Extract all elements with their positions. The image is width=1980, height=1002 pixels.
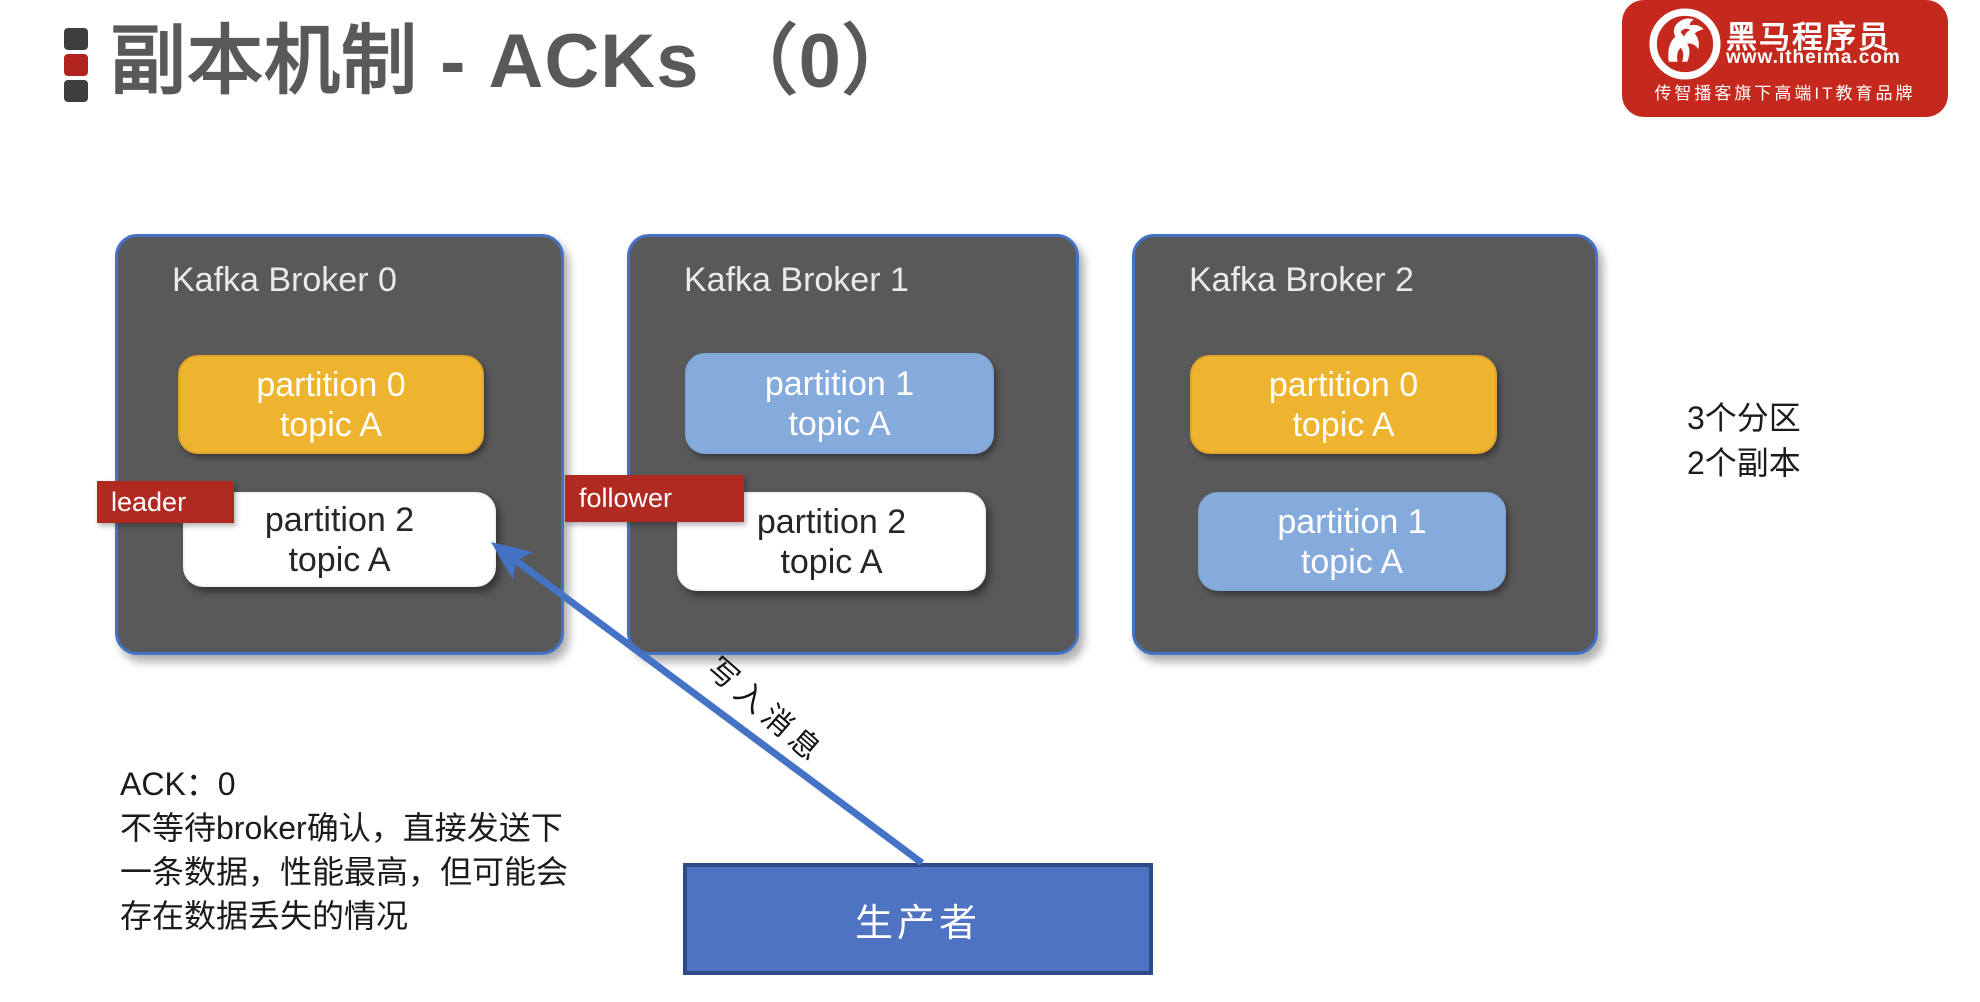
partition-line1: partition 2	[264, 500, 415, 539]
partition-line2: topic A	[1300, 542, 1404, 581]
logo-website-text: www.itheima.com	[1726, 47, 1901, 68]
partition-box-broker0-white: partition 2 topic A	[183, 492, 496, 587]
ack-note-line4: 存在数据丢失的情况	[120, 898, 409, 934]
partition-box-broker2-gold: partition 0 topic A	[1190, 355, 1497, 454]
partition-line1: partition 1	[1277, 502, 1427, 541]
ack-note-line2: 不等待broker确认，直接发送下	[120, 810, 563, 846]
partition-line2: topic A	[1292, 405, 1395, 444]
ack-explanation: ACK：0 不等待broker确认，直接发送下 一条数据，性能最高，但可能会 存…	[120, 762, 568, 938]
ack-note-line3: 一条数据，性能最高，但可能会	[120, 854, 569, 890]
partition-line1: partition 2	[756, 502, 907, 541]
logo-brand-text: 黑马程序员	[1726, 20, 1891, 55]
partition-line1: partition 0	[256, 365, 406, 404]
replica-count-note: 3个分区 2个副本	[1687, 396, 1801, 486]
partition-box-broker1-blue: partition 1 topic A	[685, 353, 994, 454]
producer-box: 生产者	[683, 863, 1153, 975]
replica-note-line2: 2个副本	[1687, 445, 1801, 481]
kafka-broker-2-box: Kafka Broker 2 partition 0 topic A parti…	[1132, 234, 1598, 655]
broker-0-title: Kafka Broker 0	[172, 261, 397, 299]
title-bullet-bottom	[64, 80, 88, 102]
horse-logo-icon	[1648, 7, 1722, 81]
partition-line2: topic A	[288, 540, 391, 579]
title-bullet-group	[64, 28, 88, 102]
kafka-broker-0-box: Kafka Broker 0 partition 0 topic A parti…	[115, 234, 564, 655]
partition-line1: partition 0	[1268, 365, 1419, 404]
leader-badge: leader	[97, 481, 234, 523]
broker-2-title: Kafka Broker 2	[1189, 261, 1414, 299]
partition-line2: topic A	[780, 542, 883, 581]
producer-label: 生产者	[854, 902, 981, 945]
broker-1-title: Kafka Broker 1	[684, 261, 909, 299]
title-bullet-middle	[64, 54, 88, 76]
kafka-broker-1-box: Kafka Broker 1 partition 1 topic A parti…	[627, 234, 1079, 655]
logo-tagline-text: 传智播客旗下高端IT教育品牌	[1654, 84, 1916, 103]
itheima-logo: 黑马程序员 www.itheima.com 传智播客旗下高端IT教育品牌	[1622, 0, 1948, 117]
title-bullet-top	[64, 28, 88, 50]
partition-line2: topic A	[788, 404, 891, 443]
partition-box-broker0-gold: partition 0 topic A	[178, 355, 484, 454]
page-title: 副本机制 - ACKs （0）	[110, 19, 919, 104]
partition-line2: topic A	[279, 405, 383, 444]
partition-box-broker2-blue: partition 1 topic A	[1198, 492, 1506, 591]
write-message-label: 写入消息	[700, 651, 831, 772]
follower-badge: follower	[565, 475, 744, 522]
partition-line1: partition 1	[764, 364, 915, 403]
replica-note-line1: 3个分区	[1687, 400, 1801, 436]
ack-note-line1: ACK：0	[120, 766, 236, 802]
